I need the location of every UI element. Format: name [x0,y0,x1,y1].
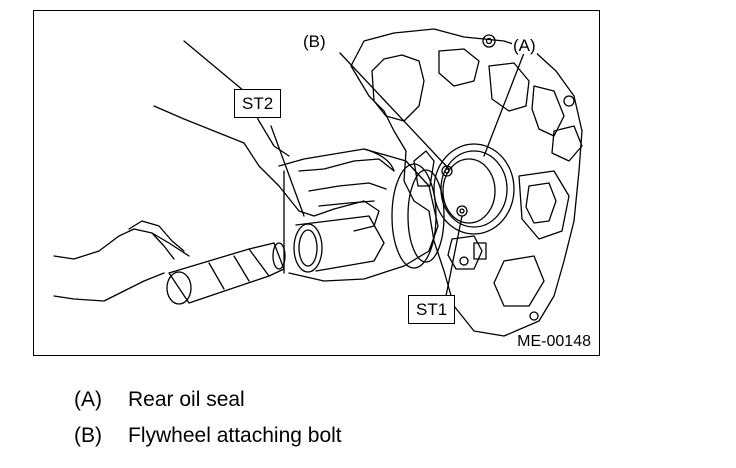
callout-st1-label: ST1 [408,295,456,324]
figure-id: ME-00148 [517,333,591,350]
legend-text: Flywheel attaching bolt [128,424,342,447]
legend-key: (B) [74,424,102,447]
legend-item: (A) Rear oil seal [74,388,342,424]
rear-oil-seal [433,143,515,235]
figure-frame: ST2 ST1 (B) (A) ME-00148 [33,10,600,356]
legend: (A) Rear oil seal (B) Flywheel attaching… [74,388,342,460]
engine-housing [350,28,583,337]
callout-b-label: (B) [302,32,327,51]
callout-a-label: (A) [512,36,537,55]
legend-text: Rear oil seal [128,388,245,411]
legend-key: (A) [74,388,102,411]
illustration-engine-rear-oil-seal [53,28,583,337]
installer-st2 [293,215,385,273]
installer-st1 [278,148,445,282]
legend-item: (B) Flywheel attaching bolt [74,424,342,460]
hand-right [153,40,395,232]
hand-left [53,220,190,302]
callout-st2-label: ST2 [234,89,282,118]
plastic-hammer [166,242,286,305]
leader-lines [270,52,525,297]
